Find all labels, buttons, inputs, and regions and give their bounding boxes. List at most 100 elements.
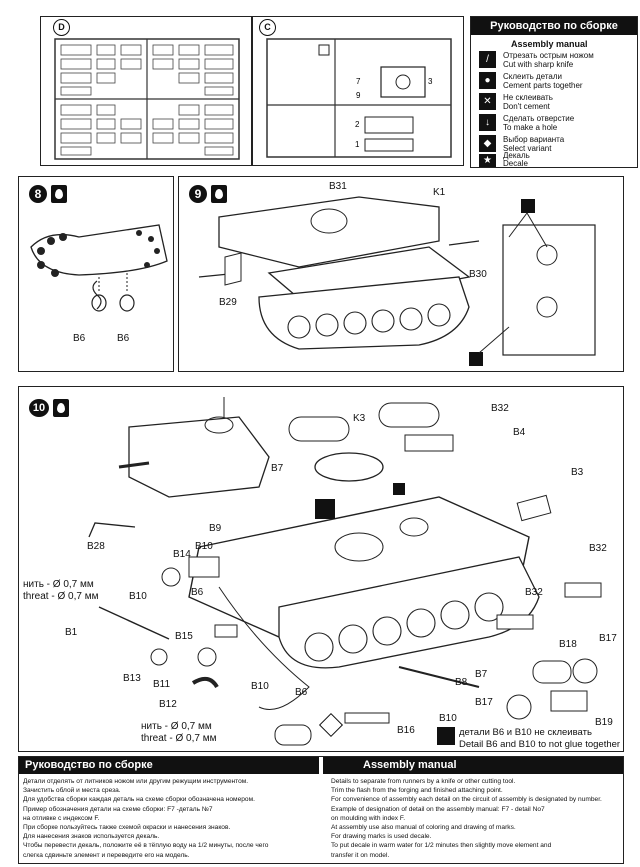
ru-line: Чтобы перевести декаль, положите её в тё…: [23, 842, 269, 850]
step10-part-b10b: B10: [129, 591, 147, 602]
legend-title: Руководство по сборке: [471, 17, 637, 35]
svg-text:9: 9: [356, 91, 361, 100]
ru-line: на отливке с индексом F.: [23, 814, 100, 822]
step10-part-b17a: B17: [599, 633, 617, 644]
glue-drop-icon: [51, 185, 67, 203]
step8-part-right: B6: [117, 333, 130, 344]
legend-item-variant-ru: Выбор варианта: [503, 135, 565, 144]
step10-part-b32a: B32: [491, 403, 509, 414]
variant-icon: ◆: [479, 135, 496, 152]
step10-part-b28: B28: [87, 541, 105, 552]
legend-item-knife-ru: Отрезать острым ножом: [503, 51, 594, 60]
knife-icon: /: [479, 51, 496, 68]
sprue-c-label: C: [259, 19, 276, 36]
sprue-c-drawing: 7 9 3 2 1: [266, 38, 452, 158]
en-line: At assembly use also manual of coloring …: [331, 824, 516, 832]
step10-part-b10d: B10: [439, 713, 457, 724]
step10-part-b14: B14: [173, 549, 191, 560]
glue-drop-icon: [211, 185, 227, 203]
step8-part-left: B6: [73, 333, 86, 344]
ru-line: Для нанесения знаков используется декаль…: [23, 833, 160, 841]
step8-panel: 8 B6 B6: [18, 176, 174, 372]
en-line: To put decale in warm water for 1/2 minu…: [331, 842, 552, 850]
step10-number: 10: [29, 399, 49, 417]
step10-part-b7b: B7: [475, 669, 488, 680]
legend-item-noglue-ru: Не склеивать: [503, 93, 553, 102]
svg-text:1: 1: [355, 140, 360, 149]
step10-part-b11: B11: [153, 679, 171, 690]
step10-part-b6a: B6: [191, 587, 204, 598]
instructions-en: Details to separate from runners by a kn…: [331, 777, 602, 860]
step10-part-k3: K3: [353, 413, 366, 424]
svg-text:7: 7: [356, 77, 361, 86]
step10-part-b6b: B6: [295, 687, 308, 698]
sprue-d-drawing: [54, 38, 240, 160]
legend-item-noglue-en: Don't cement: [503, 102, 550, 111]
en-line: For drawing marks is used decale.: [331, 833, 432, 841]
legend-panel: Руководство по сборке Assembly manual / …: [470, 16, 638, 168]
en-line: transfer it on model.: [331, 851, 390, 859]
step10-part-b3: B3: [571, 467, 584, 478]
ru-line: Для удобства сборки каждая деталь на схе…: [23, 796, 255, 804]
step10-part-b13: B13: [123, 673, 141, 684]
decal-icon: ★: [479, 154, 496, 167]
step8-drawing: [30, 224, 168, 312]
step9-part-b31: B31: [329, 181, 347, 192]
legend-item-drill-en: To make a hole: [503, 123, 558, 132]
step10-part-b15: B15: [175, 631, 193, 642]
svg-text:3: 3: [428, 77, 433, 86]
ru-line: При сборке пользуйтесь также схемой окра…: [23, 824, 231, 832]
step9-part-b29: B29: [219, 297, 237, 308]
step10-part-b18: B18: [559, 639, 577, 650]
legend-item-glue-ru: Склеить детали: [503, 72, 563, 81]
step10-panel: 10: [18, 386, 624, 752]
svg-text:2: 2: [355, 120, 360, 129]
step10-part-b7a: B7: [271, 463, 284, 474]
legend-subtitle: Assembly manual: [511, 39, 588, 49]
en-line: Example of designation of detail on the …: [331, 805, 545, 813]
step10-thread-1-en: threat - Ø 0,7 мм: [23, 591, 99, 602]
sprue-d-panel: D: [40, 16, 252, 166]
step10-thread-2-ru: нить - Ø 0,7 мм: [141, 721, 212, 732]
step10-part-b9: B9: [209, 523, 222, 534]
step10-part-b17b: B17: [475, 697, 493, 708]
step10-part-b12: B12: [159, 699, 177, 710]
en-line: Details to separate from runners by a kn…: [331, 778, 516, 785]
legend-item-drill-ru: Сделать отверстие: [503, 114, 575, 123]
step10-drawing: [88, 397, 602, 746]
ru-line: Пример обозначения детали на схеме сборк…: [23, 805, 213, 813]
legend-item-variant-en: Select variant: [503, 144, 552, 153]
drill-icon: ↓: [479, 114, 496, 131]
ru-line: слегка сдвиньте элемент и переведите его…: [23, 851, 190, 859]
step10-part-b16: B16: [397, 725, 415, 736]
instructions-ru: Детали отделять от литников ножом или др…: [23, 777, 268, 860]
step10-part-b32b: B32: [589, 543, 607, 554]
legend-item-decal-ru: Декаль: [503, 151, 530, 160]
step10-part-b1: B1: [65, 627, 78, 638]
legend-item-decal-en: Decale: [503, 159, 528, 168]
glue-drop-icon: ●: [479, 72, 496, 89]
step10-thread-2-en: threat - Ø 0,7 мм: [141, 733, 217, 744]
step10-part-b10a: B10: [195, 541, 213, 552]
step10-part-b32c: B32: [525, 587, 543, 598]
legend-item-glue-en: Cement parts together: [503, 81, 583, 90]
step9-part-k1: K1: [433, 187, 446, 198]
step9-panel: 9 B31 K1 B30 B29: [178, 176, 624, 372]
no-glue-icon: ✕: [479, 93, 496, 110]
instructions-panel: Руководство по сборке Assembly manual Де…: [18, 756, 624, 864]
step8-number: 8: [29, 185, 47, 203]
step9-drawing: [198, 196, 596, 366]
en-line: on moulding with index F.: [331, 814, 406, 822]
step10-part-b19: B19: [595, 717, 613, 728]
glue-drop-icon: [53, 399, 69, 417]
ru-line: Зачистить облой и места среза.: [23, 787, 121, 795]
ru-line: Детали отделять от литников ножом или др…: [23, 778, 249, 785]
step10-thread-1-ru: нить - Ø 0,7 мм: [23, 579, 94, 590]
step10-part-b4: B4: [513, 427, 526, 438]
legend-item-knife-en: Cut with sharp knife: [503, 60, 574, 69]
instructions-title-en: Assembly manual: [323, 757, 623, 774]
sprue-c-panel: C 7 9 3 2 1: [252, 16, 464, 166]
step10-no-glue-note-ru: детали B6 и B10 не склеивать: [459, 727, 592, 738]
en-line: Trim the flash from the forging and fini…: [331, 787, 503, 795]
step10-no-glue-note-en: Detail B6 and B10 to not glue together: [459, 739, 621, 750]
